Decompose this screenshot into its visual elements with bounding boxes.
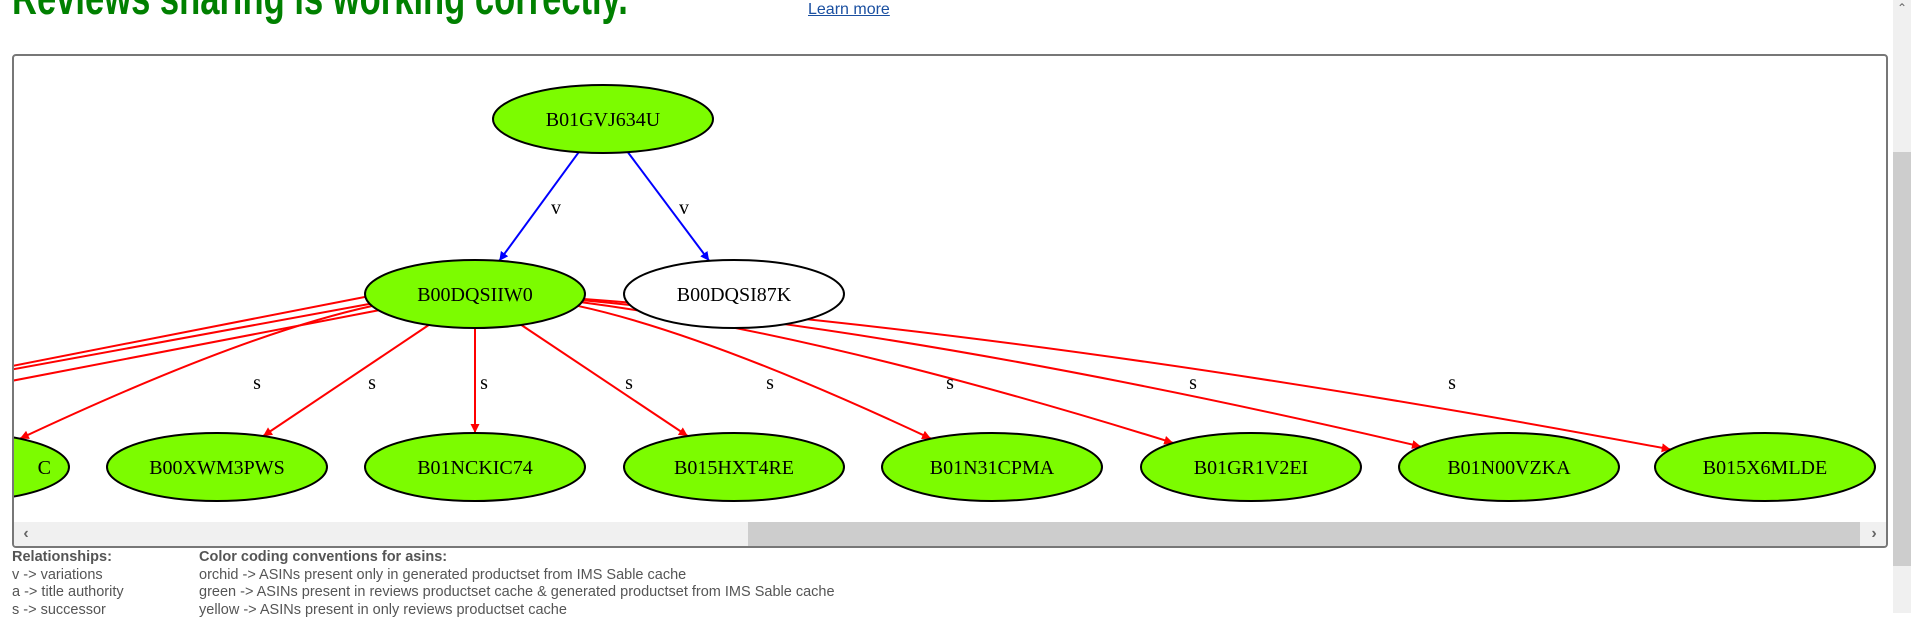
edge-label: v <box>551 197 561 219</box>
node-label: C <box>38 457 51 479</box>
node-successor[interactable]: B015X6MLDE <box>1655 433 1875 501</box>
vertical-scroll-thumb[interactable] <box>1893 152 1911 566</box>
edge-label: s <box>625 372 633 394</box>
node-label: B00DQSI87K <box>677 284 792 306</box>
node-label: B00XWM3PWS <box>149 457 285 479</box>
edge <box>263 325 429 436</box>
legend-item: v -> variations <box>12 567 124 585</box>
node-label: B015X6MLDE <box>1703 457 1827 479</box>
edge-label: s <box>1448 372 1456 394</box>
node-successor[interactable]: B01GR1V2EI <box>1141 433 1361 501</box>
scroll-left-arrow-icon[interactable]: ‹ <box>14 522 38 546</box>
color-coding-legend: Color coding conventions for asins: orch… <box>199 549 835 619</box>
edge <box>521 325 688 436</box>
page-vertical-scrollbar[interactable]: ⌃ <box>1893 0 1911 613</box>
legend-item: orchid -> ASINs present only in generate… <box>199 567 835 585</box>
node-root[interactable]: B01GVJ634U <box>493 85 713 153</box>
horizontal-scroll-thumb[interactable] <box>748 522 1860 546</box>
scroll-up-arrow-icon[interactable]: ⌃ <box>1893 0 1911 16</box>
edge-label: s <box>368 372 376 394</box>
node-variation[interactable]: B00DQSIIW0 <box>365 260 585 328</box>
node-successor[interactable]: B01N00VZKA <box>1399 433 1619 501</box>
node-label: B01N31CPMA <box>930 457 1055 479</box>
relationship-graph-panel: v v s s s s s s s s B01GVJ634U B00DQSIIW0 B00DQSI87… <box>12 54 1888 548</box>
status-title: Reviews sharing is working correctly. <box>12 0 628 27</box>
status-title-text: Reviews sharing is working correctly. <box>12 0 628 25</box>
edge-label: s <box>766 372 774 394</box>
legend-item: green -> ASINs present in reviews produc… <box>199 584 835 602</box>
node-successor[interactable]: B01N31CPMA <box>882 433 1102 501</box>
node-label: B01GR1V2EI <box>1194 457 1308 479</box>
relationship-graph: v v s s s s s s s s B01GVJ634U B00DQSIIW0 B00DQSI87… <box>14 56 1886 522</box>
horizontal-scrollbar[interactable]: ‹ › <box>14 522 1886 546</box>
node-successor[interactable]: B00XWM3PWS <box>107 433 327 501</box>
node-label: B00DQSIIW0 <box>417 284 533 306</box>
node-successor[interactable]: B015HXT4RE <box>624 433 844 501</box>
edge-label: s <box>253 372 261 394</box>
color-coding-title: Color coding conventions for asins: <box>199 549 835 567</box>
edge-label: s <box>946 372 954 394</box>
node-label: B01N00VZKA <box>1447 457 1571 479</box>
scroll-right-arrow-icon[interactable]: › <box>1862 522 1886 546</box>
edge <box>499 152 578 261</box>
node-label: B015HXT4RE <box>674 457 794 479</box>
legend-item: a -> title authority <box>12 584 124 602</box>
edge <box>628 152 709 261</box>
legend-item: yellow -> ASINs present in only reviews … <box>199 602 835 619</box>
edge-label: s <box>1189 372 1197 394</box>
edge <box>582 302 1174 443</box>
offscreen-edge <box>14 294 380 427</box>
node-successor[interactable]: B01NCKIC74 <box>365 433 585 501</box>
relationships-legend: Relationships: v -> variations a -> titl… <box>12 549 124 619</box>
node-label: B01GVJ634U <box>546 109 661 131</box>
node-variation[interactable]: B00DQSI87K <box>624 260 844 328</box>
edge <box>20 306 372 439</box>
learn-more-link[interactable]: Learn more <box>808 1 890 19</box>
node-label: B01NCKIC74 <box>417 457 533 479</box>
relationships-title: Relationships: <box>12 549 124 567</box>
legend-item: s -> successor <box>12 602 124 619</box>
edge-label: v <box>679 197 689 219</box>
edge-label: s <box>480 372 488 394</box>
node-successor[interactable]: C <box>14 433 69 501</box>
